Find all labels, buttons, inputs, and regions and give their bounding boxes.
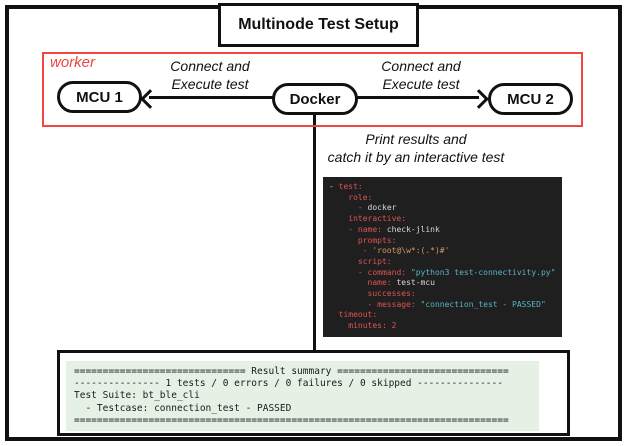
docker-to-results-connector-line [313, 114, 316, 351]
print-results-label-line2: catch it by an interactive test [327, 149, 505, 165]
code-line: - command: "python3 test-connectivity.py… [357, 267, 556, 277]
terminal-line: - Testcase: connection_test - PASSED [74, 402, 292, 414]
code-line: - docker [357, 203, 397, 213]
edge-label-left-line1: Connect and [170, 58, 250, 74]
terminal-line: --------------- 1 tests / 0 errors / 0 f… [74, 378, 503, 390]
terminal-line: ========================================… [74, 414, 509, 426]
node-mcu2: MCU 2 [488, 83, 573, 115]
code-line: name: test-mcu [367, 278, 435, 288]
edge-label-right-line2: Execute test [382, 76, 460, 92]
code-line: - message: "connection_test - PASSED" [367, 299, 546, 309]
code-line: - 'root@\w*:(.*)#' [362, 246, 450, 256]
code-line: role: [348, 192, 373, 202]
node-mcu2-label: MCU 2 [507, 90, 554, 108]
code-line: timeout: [338, 310, 378, 320]
terminal-output: ============================== Result su… [66, 361, 539, 431]
title-box: Multinode Test Setup [218, 3, 419, 47]
edge-label-right-line1: Connect and [381, 58, 461, 74]
worker-group-label: worker [50, 54, 96, 71]
code-line: minutes: 2 [348, 321, 397, 331]
code-line: prompts: [357, 235, 397, 245]
page-title: Multinode Test Setup [238, 16, 399, 33]
terminal-line: Test Suite: bt_ble_cli [74, 390, 200, 402]
worker-group-box [42, 52, 583, 127]
arrow-docker-to-mcu1 [149, 96, 273, 99]
node-mcu1-label: MCU 1 [76, 88, 123, 106]
code-line: - test: [329, 182, 363, 191]
code-line: successes: [367, 289, 416, 299]
arrow-docker-to-mcu2 [357, 96, 479, 99]
node-docker: Docker [272, 83, 358, 115]
code-line: script: [357, 256, 392, 266]
print-results-label: Print results and catch it by an interac… [306, 130, 526, 166]
yaml-code-block: - test: role: - docker interactive: - na… [323, 177, 562, 337]
code-line: - name: check-jlink [348, 224, 440, 234]
terminal-line: ============================== Result su… [74, 366, 509, 377]
edge-label-left: Connect and Execute test [155, 57, 265, 93]
code-line: interactive: [348, 214, 407, 224]
print-results-label-line1: Print results and [365, 131, 467, 147]
edge-label-right: Connect and Execute test [366, 57, 476, 93]
edge-label-left-line2: Execute test [171, 76, 249, 92]
node-docker-label: Docker [289, 90, 341, 108]
node-mcu1: MCU 1 [57, 81, 142, 113]
